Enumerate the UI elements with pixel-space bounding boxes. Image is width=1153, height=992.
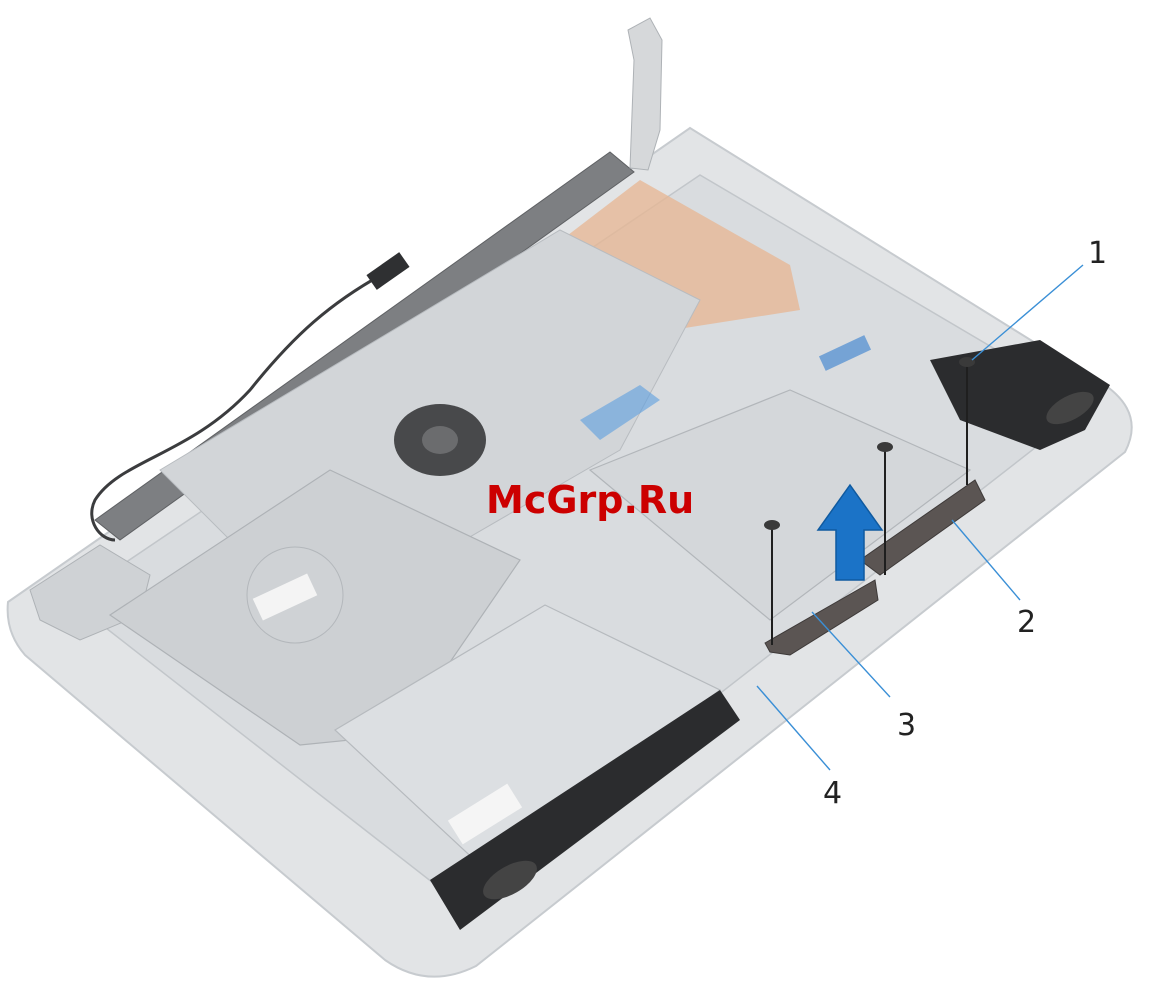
- callout-number: 2: [1017, 605, 1036, 640]
- watermark: McGrp.Ru: [486, 478, 694, 522]
- callout-number: 4: [823, 776, 842, 811]
- callout-number: 1: [1088, 236, 1107, 271]
- right-hinge: [628, 18, 662, 170]
- callout-number: 3: [897, 708, 916, 743]
